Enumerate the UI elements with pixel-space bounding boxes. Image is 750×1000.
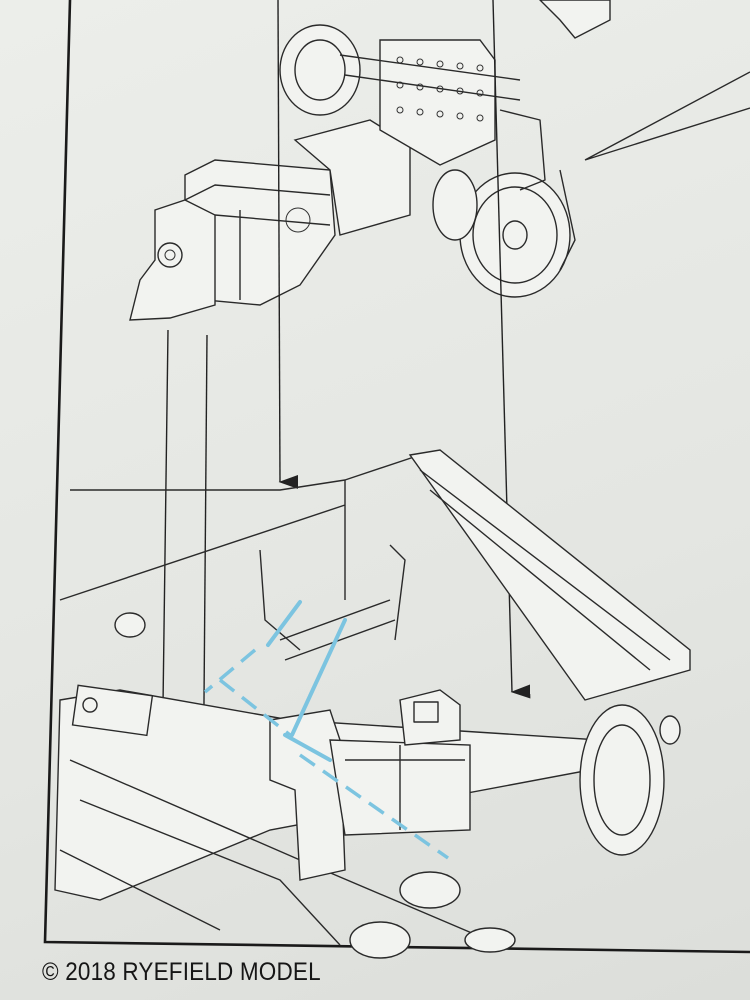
engine-transmission-assembly [129,0,611,321]
alignment-guides [203,600,449,860]
page-frame [43,0,750,954]
bolt-pattern [396,56,484,122]
hull-assembly [54,449,691,959]
copyright-notice: © 2018 RYEFIELD MODEL [42,958,321,986]
